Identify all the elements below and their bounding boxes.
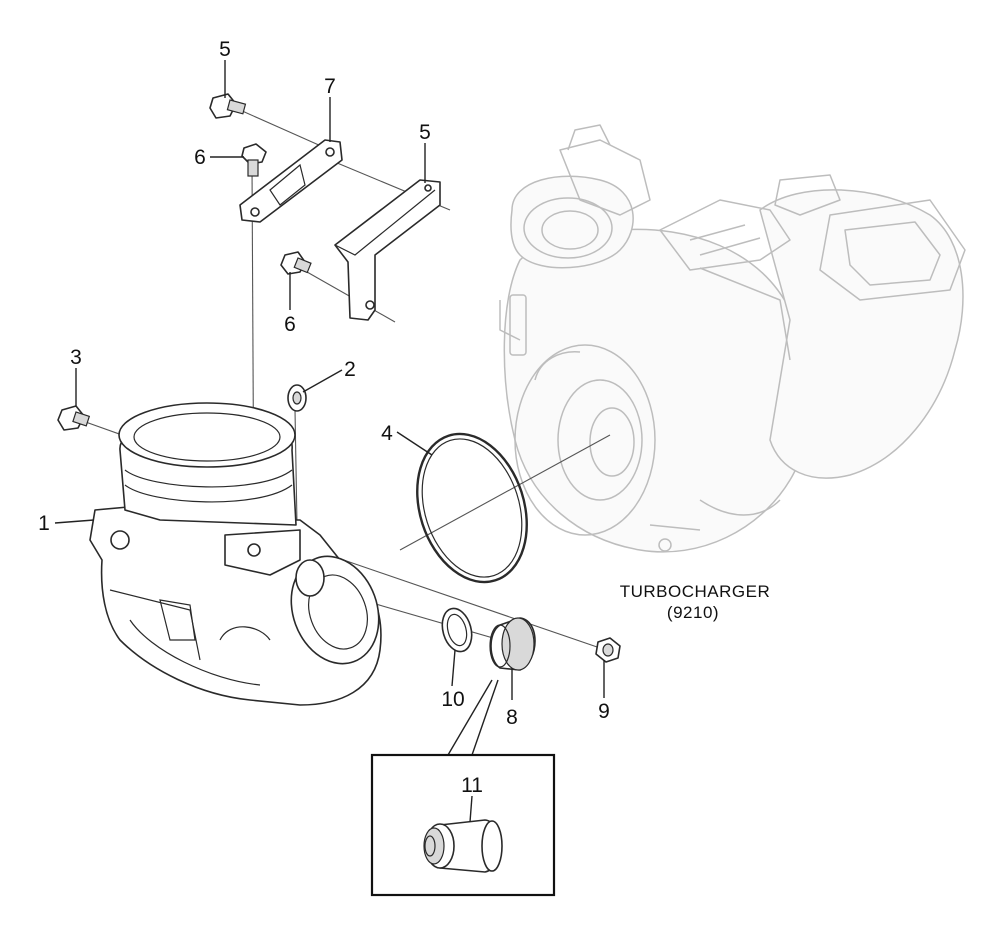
callout-4: 4 bbox=[381, 422, 393, 445]
turbocharger-ref: (9210) bbox=[667, 603, 719, 622]
bolt-part-3[interactable] bbox=[57, 405, 91, 431]
bolt-part-6-lower[interactable] bbox=[280, 251, 312, 275]
callout-6-top: 5 bbox=[219, 38, 231, 61]
washer-part-2[interactable] bbox=[287, 384, 307, 412]
callout-9: 9 bbox=[598, 700, 610, 723]
callout-7: 7 bbox=[324, 75, 336, 98]
callout-11: 11 bbox=[461, 774, 483, 797]
turbocharger-caption: TURBOCHARGER (9210) bbox=[620, 582, 771, 622]
bolt-part-6-middle[interactable] bbox=[241, 143, 267, 177]
plug-part-8[interactable] bbox=[489, 617, 536, 671]
o-ring-part-4[interactable] bbox=[399, 420, 545, 597]
bracket-part-5[interactable] bbox=[334, 179, 441, 321]
callout-8: 8 bbox=[506, 706, 518, 729]
detail-inset bbox=[370, 679, 556, 897]
callout-10: 10 bbox=[441, 688, 464, 711]
seal-ring-part-10[interactable] bbox=[438, 605, 476, 655]
leader-lines bbox=[54, 60, 605, 823]
nut-part-9[interactable] bbox=[595, 637, 621, 663]
callout-6-middle: 6 bbox=[194, 146, 206, 169]
strap-part-7[interactable] bbox=[239, 139, 343, 223]
callout-2: 2 bbox=[344, 358, 356, 381]
turbocharger-ghost bbox=[499, 124, 966, 553]
callout-5: 5 bbox=[419, 121, 431, 144]
elbow-housing-part-1[interactable] bbox=[89, 402, 393, 706]
bolt-part-6-top[interactable] bbox=[209, 93, 247, 119]
callout-3: 3 bbox=[70, 346, 82, 369]
turbocharger-title: TURBOCHARGER bbox=[620, 582, 771, 601]
callout-6-lower: 6 bbox=[284, 313, 296, 336]
fitting-part-11[interactable] bbox=[423, 819, 503, 873]
callout-labels: 5 6 6 7 5 2 3 4 1 10 8 9 11 bbox=[38, 38, 610, 797]
callout-1: 1 bbox=[38, 512, 50, 535]
